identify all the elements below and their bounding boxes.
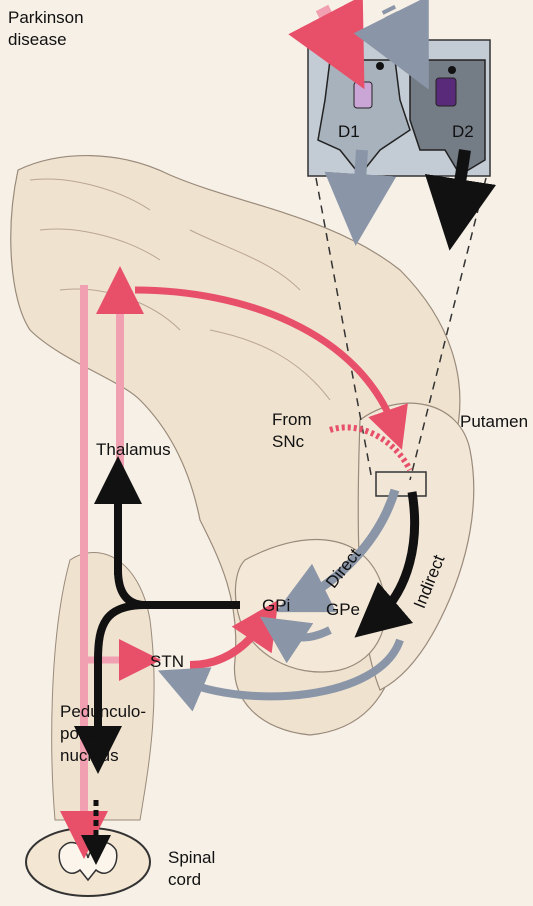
title-line2: disease bbox=[8, 30, 67, 50]
brainstem bbox=[52, 553, 154, 821]
d1-label: D1 bbox=[338, 122, 360, 142]
thalamus-label: Thalamus bbox=[96, 440, 171, 460]
d1-receptor bbox=[354, 82, 372, 108]
pedunculopontine-label-line1: Pedunculo- bbox=[60, 702, 146, 722]
stn-label: STN bbox=[150, 652, 184, 672]
d2-receptor bbox=[436, 78, 456, 106]
pedunculopontine-label-line2: pontine bbox=[60, 724, 116, 744]
gpi-label: GPi bbox=[262, 596, 290, 616]
putamen-label: Putamen bbox=[460, 412, 528, 432]
pedunculopontine-label-line3: nucleus bbox=[60, 746, 119, 766]
spinal-cord-section bbox=[26, 828, 150, 896]
d1-output-arrow bbox=[358, 150, 362, 210]
title-line1: Parkinson bbox=[8, 8, 84, 28]
from-snc-label-line2: SNc bbox=[272, 432, 304, 452]
gpe-label: GPe bbox=[326, 600, 360, 620]
from-snc-label-line1: From bbox=[272, 410, 312, 430]
spinal-cord-label-line2: cord bbox=[168, 870, 201, 890]
spinal-cord-label-line1: Spinal bbox=[168, 848, 215, 868]
d2-label: D2 bbox=[452, 122, 474, 142]
